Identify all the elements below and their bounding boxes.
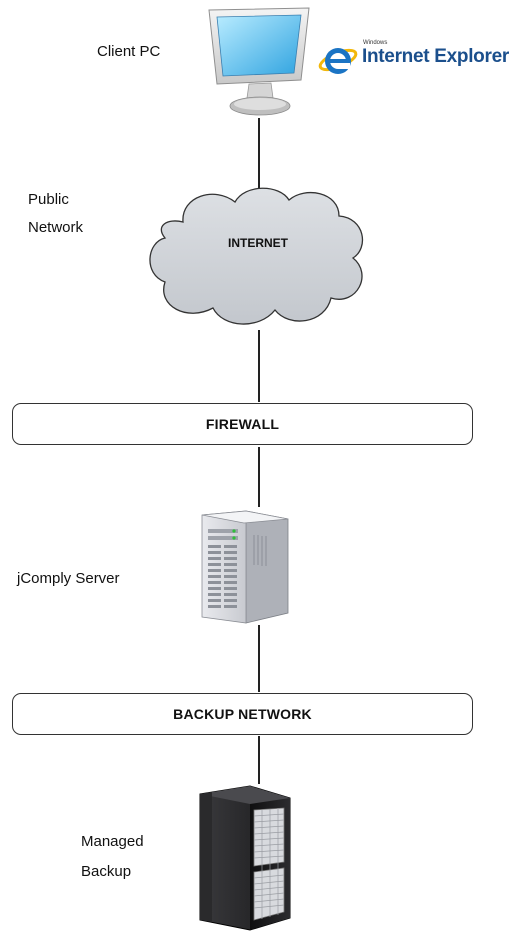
client-pc-label: Client PC [97,43,161,60]
link-client-internet [258,118,260,188]
public-network-label-line1: Public [28,191,69,208]
ie-logo-small-text: Windows [363,40,388,46]
cloud-internet-text: INTERNET [228,236,288,250]
link-backupnet-backup [258,736,260,784]
jcomply-server-label: jComply Server [17,570,120,587]
managed-backup-label-line1: Managed [81,833,144,850]
public-network-label-line2: Network [28,219,84,236]
ie-logo-text: Internet Explorer [362,46,509,67]
cloud-icon [149,187,363,325]
firewall-text: FIREWALL [205,416,280,432]
backup-network-box: BACKUP NETWORK [12,693,473,735]
link-server-backupnet [258,625,260,692]
firewall-box: FIREWALL [12,403,473,445]
link-internet-firewall [258,330,260,402]
backup-network-text: BACKUP NETWORK [173,706,312,722]
managed-backup-label-line2: Backup [81,863,132,880]
monitor-icon [208,7,310,116]
ie-logo-icon [318,48,358,74]
link-firewall-server [258,447,260,507]
server-icon [201,510,289,624]
backup-server-icon [199,785,291,931]
